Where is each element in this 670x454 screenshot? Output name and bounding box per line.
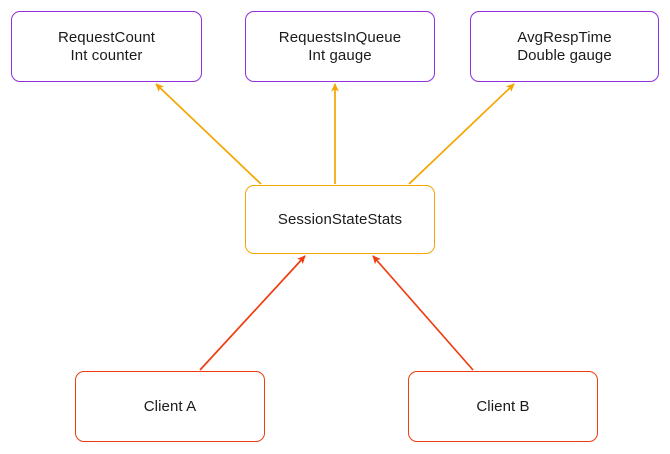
node-requestcount-label: RequestCount Int counter: [58, 29, 155, 65]
node-sessionstatestats[interactable]: SessionStateStats: [245, 185, 435, 254]
node-avgresptime-label: AvgRespTime Double gauge: [517, 29, 612, 65]
node-requestcount[interactable]: RequestCount Int counter: [11, 11, 202, 82]
node-requestsinqueue-label: RequestsInQueue Int gauge: [279, 29, 401, 65]
node-requestcount-type: Int counter: [70, 46, 143, 64]
node-sessionstatestats-label: SessionStateStats: [277, 210, 403, 228]
node-client-b-label: Client B: [476, 397, 530, 415]
node-requestsinqueue-name: RequestsInQueue: [278, 28, 402, 46]
node-requestsinqueue[interactable]: RequestsInQueue Int gauge: [245, 11, 435, 82]
node-requestcount-name: RequestCount: [57, 28, 156, 46]
node-client-b[interactable]: Client B: [408, 371, 598, 442]
node-avgresptime-name: AvgRespTime: [517, 28, 612, 46]
node-avgresptime-type: Double gauge: [517, 46, 612, 64]
edge-client-b-to-sessionstatestats: [372, 255, 474, 371]
edge-sessionstatestats-to-avgresptime: [408, 83, 515, 185]
node-client-a-label: Client A: [143, 397, 197, 415]
node-requestsinqueue-type: Int gauge: [308, 46, 372, 64]
edge-sessionstatestats-to-requestcount: [155, 83, 262, 185]
node-client-a[interactable]: Client A: [75, 371, 265, 442]
edge-client-a-to-sessionstatestats: [199, 255, 306, 371]
node-avgresptime[interactable]: AvgRespTime Double gauge: [470, 11, 659, 82]
